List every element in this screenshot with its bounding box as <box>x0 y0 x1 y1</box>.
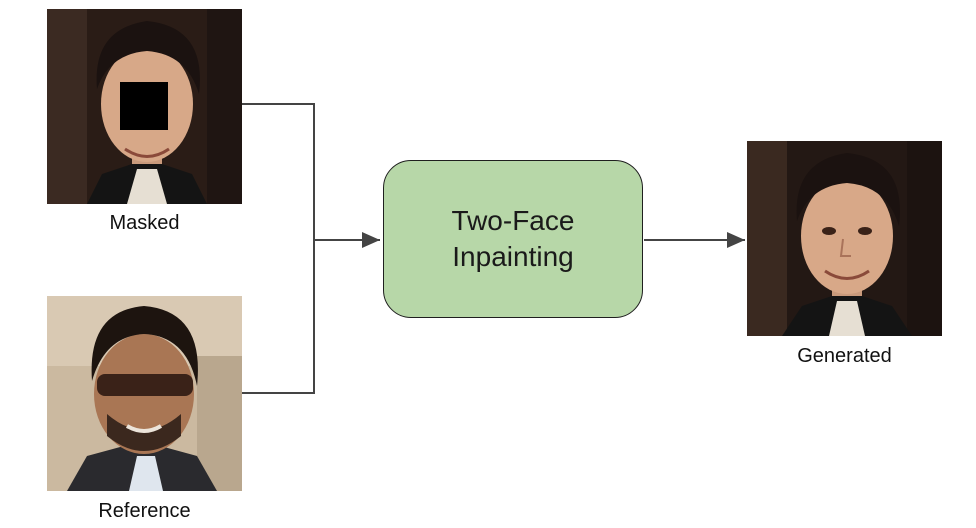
process-label-line1: Two-Face <box>451 205 575 236</box>
generated-caption: Generated <box>797 345 892 367</box>
reference-face-photo <box>47 296 242 491</box>
reference-connector <box>242 240 315 394</box>
masked-face-photo <box>47 9 242 204</box>
two-face-inpainting-box: Two-Face Inpainting <box>383 160 643 318</box>
masked-caption: Masked <box>109 212 180 234</box>
masked-connector <box>242 103 315 240</box>
generated-face-photo <box>747 141 942 336</box>
mask-block <box>120 82 168 130</box>
sunglasses <box>97 374 193 396</box>
process-label-line2: Inpainting <box>452 241 574 272</box>
reference-caption: Reference <box>98 500 191 522</box>
